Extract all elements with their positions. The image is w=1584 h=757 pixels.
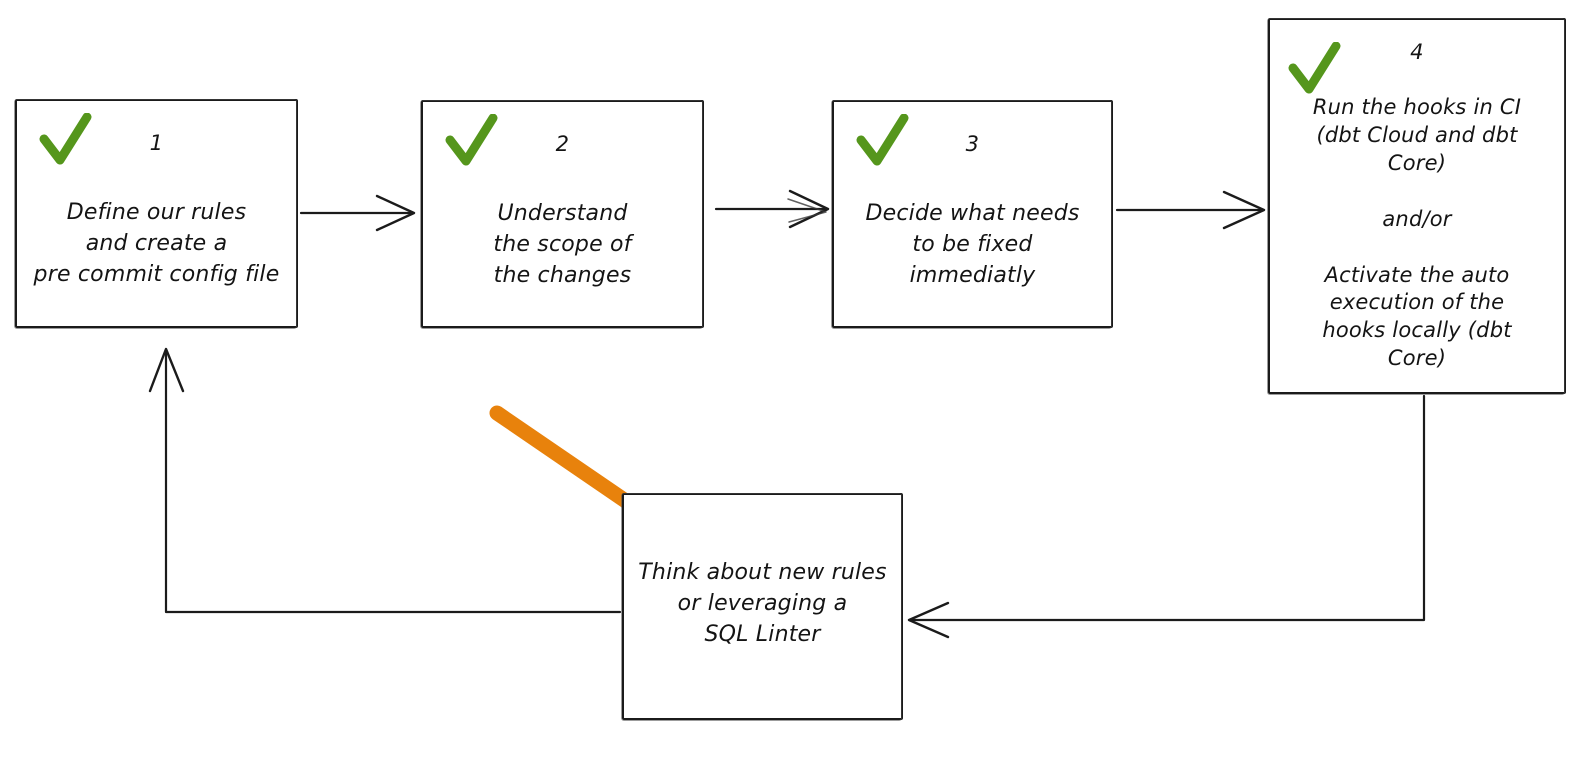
flow-node-step-1-body: 1 Define our rules and create a pre comm… [17, 101, 296, 326]
arrow-1-to-2 [299, 194, 416, 232]
step-description: Decide what needs to be fixed immediatly [865, 201, 1080, 289]
arrow-4-to-loop [907, 394, 1426, 639]
flow-node-step-1[interactable]: 1 Define our rules and create a pre comm… [14, 99, 298, 329]
step-number: 2 [555, 132, 570, 156]
flow-node-feedback-body: Think about new rules or leveraging a SQ… [624, 495, 901, 718]
flow-node-step-2[interactable]: 2 Understand the scope of the changes [420, 100, 704, 329]
green-checkmark-icon [1288, 42, 1341, 94]
green-checkmark-icon [445, 114, 498, 166]
step-description: Understand the scope of the changes [493, 201, 632, 289]
flow-node-step-4[interactable]: 4 Run the hooks in CI (dbt Cloud and dbt… [1267, 18, 1566, 395]
step-number: 3 [965, 132, 980, 156]
step-description: Run the hooks in CI (dbt Cloud and dbt C… [1312, 95, 1522, 371]
flow-node-step-3[interactable]: 3 Decide what needs to be fixed immediat… [831, 100, 1113, 329]
step-description: Define our rules and create a pre commit… [33, 200, 280, 288]
step-number: 4 [1410, 40, 1424, 64]
flow-node-feedback[interactable]: Think about new rules or leveraging a SQ… [621, 493, 903, 721]
green-checkmark-icon [856, 114, 909, 166]
arrow-2-to-3 [714, 189, 830, 229]
flow-node-step-2-body: 2 Understand the scope of the changes [423, 102, 702, 326]
green-checkmark-icon [39, 113, 92, 165]
arrow-loop-to-1 [148, 347, 622, 614]
arrow-3-to-4 [1115, 190, 1266, 230]
feedback-description: Think about new rules or leveraging a SQ… [638, 560, 887, 648]
flow-node-step-4-body: 4 Run the hooks in CI (dbt Cloud and dbt… [1270, 20, 1564, 392]
step-number: 1 [149, 131, 164, 155]
flow-node-step-3-body: 3 Decide what needs to be fixed immediat… [834, 102, 1111, 326]
